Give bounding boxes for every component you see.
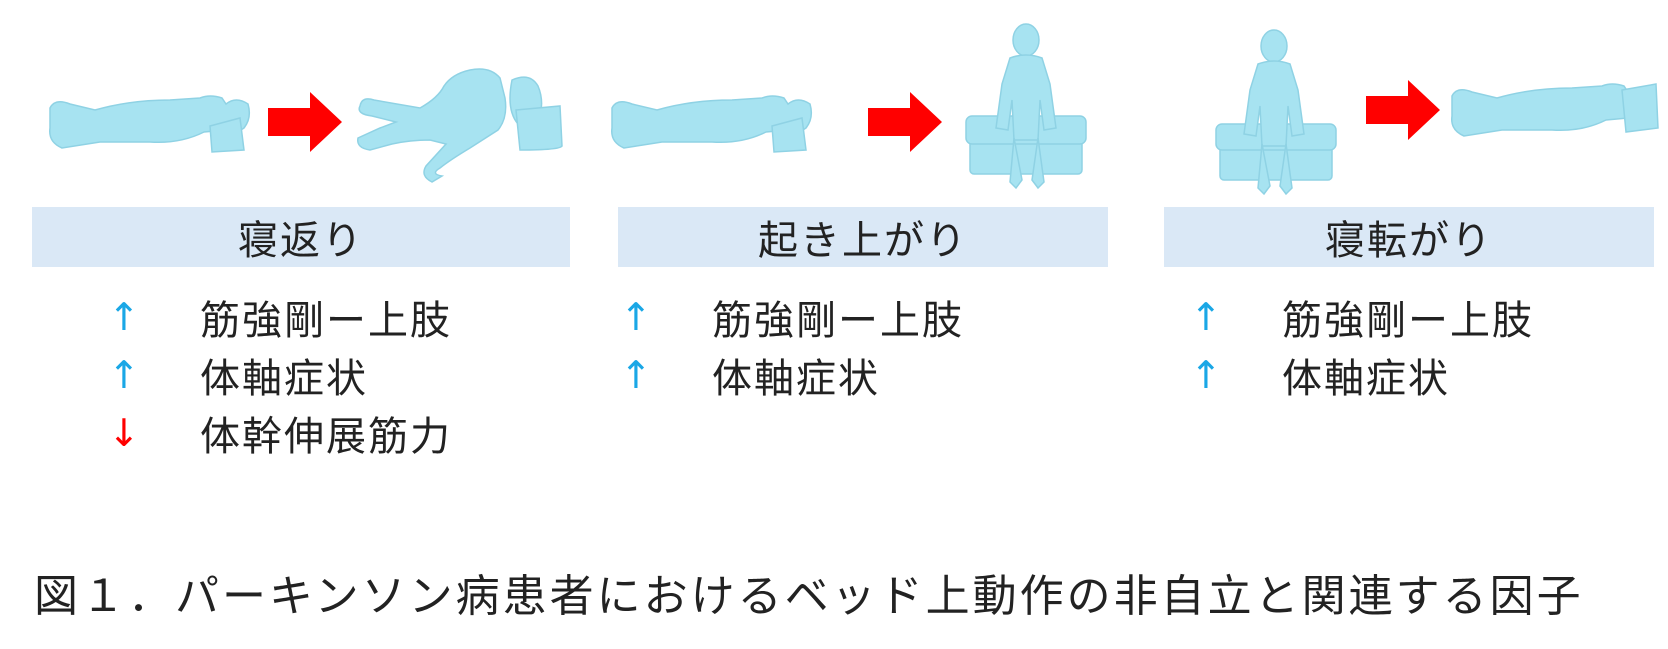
rolling-scene — [49, 68, 563, 183]
panel-label: 起き上がり — [758, 218, 968, 264]
label-bar-rolling: 寝返り — [32, 207, 570, 267]
factor-item: ↑ 筋強剛ー上肢 — [40, 288, 452, 346]
transition-arrow-icon — [1366, 80, 1440, 140]
factor-item: ↑ 筋強剛ー上肢 — [1122, 288, 1534, 346]
sitting-up-scene — [611, 23, 1087, 190]
up-arrow-icon: ↑ — [108, 353, 140, 397]
up-arrow-icon: ↑ — [1190, 295, 1222, 339]
lying-down-scene — [1215, 29, 1659, 196]
label-bar-lying-down: 寝転がり — [1164, 207, 1654, 267]
label-bar-sitting-up: 起き上がり — [618, 207, 1108, 267]
transition-arrow-icon — [868, 92, 942, 152]
factor-item: ↓ 体幹伸展筋力 — [40, 404, 452, 462]
factor-text: 筋強剛ー上肢 — [200, 298, 452, 344]
up-arrow-icon: ↑ — [620, 353, 652, 397]
factor-item: ↑ 筋強剛ー上肢 — [552, 288, 964, 346]
factor-text: 体軸症状 — [200, 356, 368, 402]
down-arrow-icon: ↓ — [108, 411, 140, 455]
supine-person-icon — [49, 95, 251, 153]
sitting-person-icon — [1215, 29, 1337, 196]
factor-list-lying-down: ↑ 筋強剛ー上肢 ↑ 体軸症状 — [1122, 288, 1534, 404]
factor-item: ↑ 体軸症状 — [1122, 346, 1534, 404]
factor-text: 体幹伸展筋力 — [200, 414, 452, 460]
factor-item: ↑ 体軸症状 — [40, 346, 452, 404]
up-arrow-icon: ↑ — [1190, 353, 1222, 397]
factor-text: 筋強剛ー上肢 — [1282, 298, 1534, 344]
panel-rolling: 寝返り ↑ 筋強剛ー上肢 ↑ 体軸症状 ↓ 体幹伸展筋力 — [0, 0, 570, 500]
panel-label: 寝転がり — [1325, 218, 1493, 264]
supine-person-icon — [611, 95, 813, 153]
panel-sitting-up: 起き上がり ↑ 筋強剛ー上肢 ↑ 体軸症状 — [570, 0, 1130, 500]
transition-arrow-icon — [268, 92, 342, 152]
factor-item: ↑ 体軸症状 — [552, 346, 964, 404]
figure-caption: 図１．パーキンソン病患者におけるベッド上動作の非自立と関連する因子 — [34, 571, 1584, 622]
up-arrow-icon: ↑ — [620, 295, 652, 339]
panel-lying-down: 寝転がり ↑ 筋強剛ー上肢 ↑ 体軸症状 — [1130, 0, 1668, 500]
factor-text: 体軸症状 — [1282, 356, 1450, 402]
up-arrow-icon: ↑ — [108, 295, 140, 339]
factor-list-sitting-up: ↑ 筋強剛ー上肢 ↑ 体軸症状 — [552, 288, 964, 404]
side-lying-person-icon — [357, 68, 563, 183]
sitting-person-icon — [965, 23, 1087, 190]
supine-person-icon — [1451, 83, 1659, 137]
factor-text: 筋強剛ー上肢 — [712, 298, 964, 344]
factor-list-rolling: ↑ 筋強剛ー上肢 ↑ 体軸症状 ↓ 体幹伸展筋力 — [40, 288, 452, 462]
panel-label: 寝返り — [238, 218, 364, 264]
factor-text: 体軸症状 — [712, 356, 880, 402]
